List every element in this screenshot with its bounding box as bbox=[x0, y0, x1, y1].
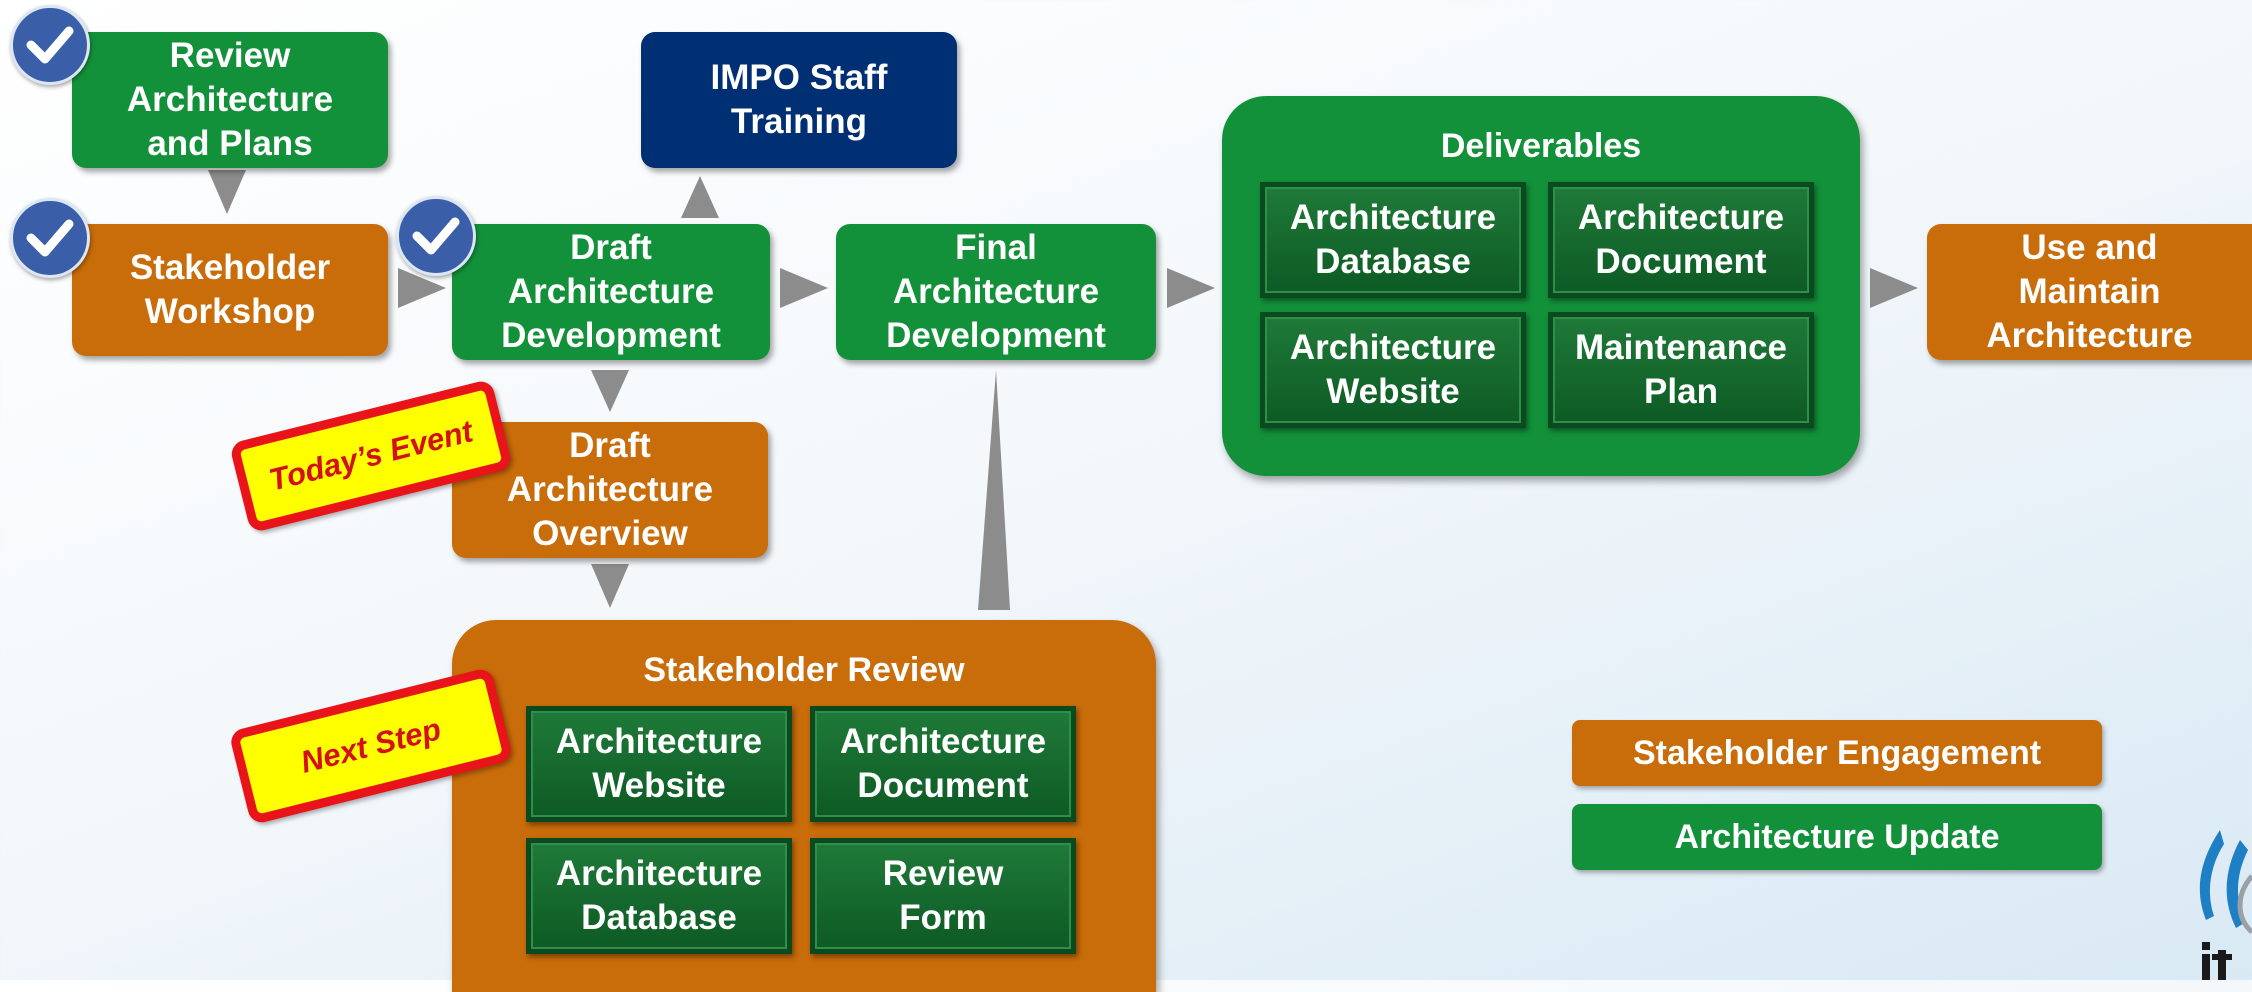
step-final-architecture-development: Final Architecture Development bbox=[836, 224, 1156, 360]
deliverable-architecture-database: Architecture Database bbox=[1260, 182, 1526, 298]
arrow-draft-to-training bbox=[681, 176, 719, 218]
arrow-draft-to-overview bbox=[591, 370, 629, 412]
step-draft-architecture-development: Draft Architecture Development bbox=[452, 224, 770, 360]
deliverable-maintenance-plan: Maintenance Plan bbox=[1548, 312, 1814, 428]
review-architecture-document: Architecture Document bbox=[810, 706, 1076, 822]
arrow-final-to-deliverables bbox=[1167, 268, 1215, 308]
review-review-form: Review Form bbox=[810, 838, 1076, 954]
step-impo-staff-training: IMPO Staff Training bbox=[641, 32, 957, 168]
checkmark-icon bbox=[10, 5, 90, 85]
partial-logo bbox=[2199, 830, 2252, 980]
step-draft-architecture-overview: Draft Architecture Overview bbox=[452, 422, 768, 558]
arrow-workshop-to-draft bbox=[398, 268, 446, 308]
checkmark-icon bbox=[10, 198, 90, 278]
legend-stakeholder-engagement: Stakeholder Engagement bbox=[1572, 720, 2102, 786]
arrow-deliverables-to-use bbox=[1870, 268, 1918, 308]
step-use-and-maintain: Use and Maintain Architecture bbox=[1927, 224, 2252, 360]
deliverables-panel: Deliverables Architecture Database Archi… bbox=[1222, 96, 1860, 476]
arrow-overview-to-review bbox=[591, 564, 629, 608]
checkmark-icon bbox=[396, 196, 476, 276]
deliverable-architecture-document: Architecture Document bbox=[1548, 182, 1814, 298]
stakeholder-review-title: Stakeholder Review bbox=[643, 651, 965, 689]
arrow-review-to-final bbox=[978, 370, 1010, 610]
stakeholder-review-panel: Stakeholder Review Architecture Website … bbox=[452, 620, 1156, 992]
step-review-architecture: Review Architecture and Plans bbox=[72, 32, 388, 168]
review-architecture-website: Architecture Website bbox=[526, 706, 792, 822]
arrow-draft-to-final bbox=[780, 268, 828, 308]
step-stakeholder-workshop: Stakeholder Workshop bbox=[72, 224, 388, 356]
deliverables-title: Deliverables bbox=[1440, 127, 1642, 165]
review-architecture-database: Architecture Database bbox=[526, 838, 792, 954]
deliverable-architecture-website: Architecture Website bbox=[1260, 312, 1526, 428]
legend-architecture-update: Architecture Update bbox=[1572, 804, 2102, 870]
arrow-review-to-workshop bbox=[208, 170, 246, 214]
